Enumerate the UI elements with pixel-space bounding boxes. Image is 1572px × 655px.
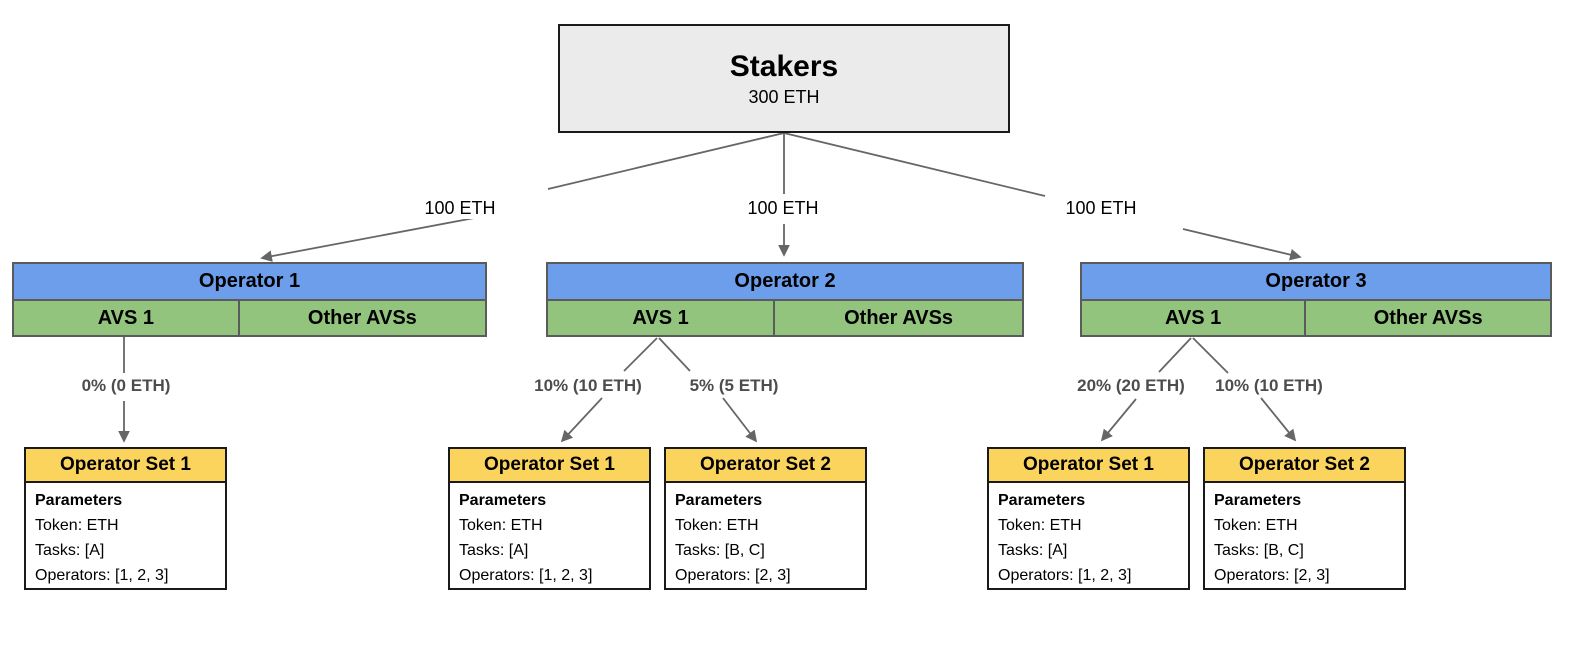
op3-operator-set-2-title: Operator Set 2 — [1205, 449, 1404, 483]
op3-operator-set-2-box: Operator Set 2 Parameters Token: ETH Tas… — [1203, 447, 1406, 590]
operator-2-avs-1-cell: AVS 1 — [548, 301, 776, 335]
params-heading: Parameters — [459, 492, 547, 509]
params-heading: Parameters — [675, 492, 763, 509]
op3-operator-set-1-params: Parameters Token: ETH Tasks: [A] Operato… — [989, 483, 1188, 588]
op2-operator-set-2-title: Operator Set 2 — [666, 449, 865, 483]
operator-1-title: Operator 1 — [14, 264, 485, 301]
params-token: Token: ETH — [998, 517, 1082, 534]
alloc-label-op3-set1: 20% (20 ETH) — [1077, 376, 1185, 395]
operator-1-avs-1-cell: AVS 1 — [14, 301, 240, 335]
params-token: Token: ETH — [1214, 517, 1298, 534]
params-tasks: Tasks: [B, C] — [1214, 542, 1304, 559]
params-heading: Parameters — [998, 492, 1086, 509]
params-tasks: Tasks: [A] — [35, 542, 105, 559]
params-heading: Parameters — [1214, 492, 1302, 509]
op3-operator-set-2-params: Parameters Token: ETH Tasks: [B, C] Oper… — [1205, 483, 1404, 588]
connector-stakers-operator1 — [260, 132, 785, 262]
op1-operator-set-1-params: Parameters Token: ETH Tasks: [A] Operato… — [26, 483, 225, 588]
stakers-amount: 300 ETH — [748, 86, 820, 107]
operator-2-box: Operator 2 AVS 1 Other AVSs — [546, 262, 1024, 337]
edge-label-stake-operator3: 100 ETH — [1049, 197, 1153, 219]
operator-2-other-avss-cell: Other AVSs — [775, 301, 1022, 335]
operator-3-box: Operator 3 AVS 1 Other AVSs — [1080, 262, 1552, 337]
op2-operator-set-2-params: Parameters Token: ETH Tasks: [B, C] Oper… — [666, 483, 865, 588]
stakers-box: Stakers 300 ETH — [558, 24, 1010, 133]
alloc-label-op3-set2: 10% (10 ETH) — [1215, 376, 1323, 395]
params-operators: Operators: [2, 3] — [1214, 567, 1330, 584]
operator-3-title: Operator 3 — [1082, 264, 1550, 301]
alloc-label-op2-set1: 10% (10 ETH) — [534, 376, 642, 395]
op2-operator-set-1-params: Parameters Token: ETH Tasks: [A] Operato… — [450, 483, 649, 588]
connector-stakers-operator3 — [783, 132, 1302, 261]
operator-3-other-avss-cell: Other AVSs — [1306, 301, 1550, 335]
alloc-label-op1-set1: 0% (0 ETH) — [81, 376, 171, 395]
op2-operator-set-2-box: Operator Set 2 Parameters Token: ETH Tas… — [664, 447, 867, 590]
params-tasks: Tasks: [A] — [998, 542, 1068, 559]
params-tasks: Tasks: [A] — [459, 542, 529, 559]
params-operators: Operators: [2, 3] — [675, 567, 791, 584]
operator-1-box: Operator 1 AVS 1 Other AVSs — [12, 262, 487, 337]
operator-2-title: Operator 2 — [548, 264, 1022, 301]
op3-operator-set-1-title: Operator Set 1 — [989, 449, 1188, 483]
op3-operator-set-1-box: Operator Set 1 Parameters Token: ETH Tas… — [987, 447, 1190, 590]
operator-1-other-avss-cell: Other AVSs — [239, 301, 485, 335]
op1-operator-set-1-box: Operator Set 1 Parameters Token: ETH Tas… — [24, 447, 227, 590]
stakers-title: Stakers — [729, 49, 839, 83]
op2-operator-set-1-title: Operator Set 1 — [450, 449, 649, 483]
op2-operator-set-1-box: Operator Set 1 Parameters Token: ETH Tas… — [448, 447, 651, 590]
params-heading: Parameters — [35, 492, 123, 509]
params-token: Token: ETH — [675, 517, 759, 534]
operator-1-avs-row: AVS 1 Other AVSs — [14, 301, 485, 335]
edge-label-stake-operator1: 100 ETH — [408, 197, 512, 219]
edge-label-stake-operator2: 100 ETH — [731, 197, 835, 219]
params-operators: Operators: [1, 2, 3] — [35, 567, 169, 584]
params-operators: Operators: [1, 2, 3] — [459, 567, 593, 584]
params-operators: Operators: [1, 2, 3] — [998, 567, 1132, 584]
operator-3-avs-row: AVS 1 Other AVSs — [1082, 301, 1550, 335]
params-token: Token: ETH — [35, 517, 119, 534]
operator-3-avs-1-cell: AVS 1 — [1082, 301, 1307, 335]
operator-2-avs-row: AVS 1 Other AVSs — [548, 301, 1022, 335]
params-token: Token: ETH — [459, 517, 543, 534]
alloc-label-op2-set2: 5% (5 ETH) — [689, 376, 779, 395]
params-tasks: Tasks: [B, C] — [675, 542, 765, 559]
op1-operator-set-1-title: Operator Set 1 — [26, 449, 225, 483]
